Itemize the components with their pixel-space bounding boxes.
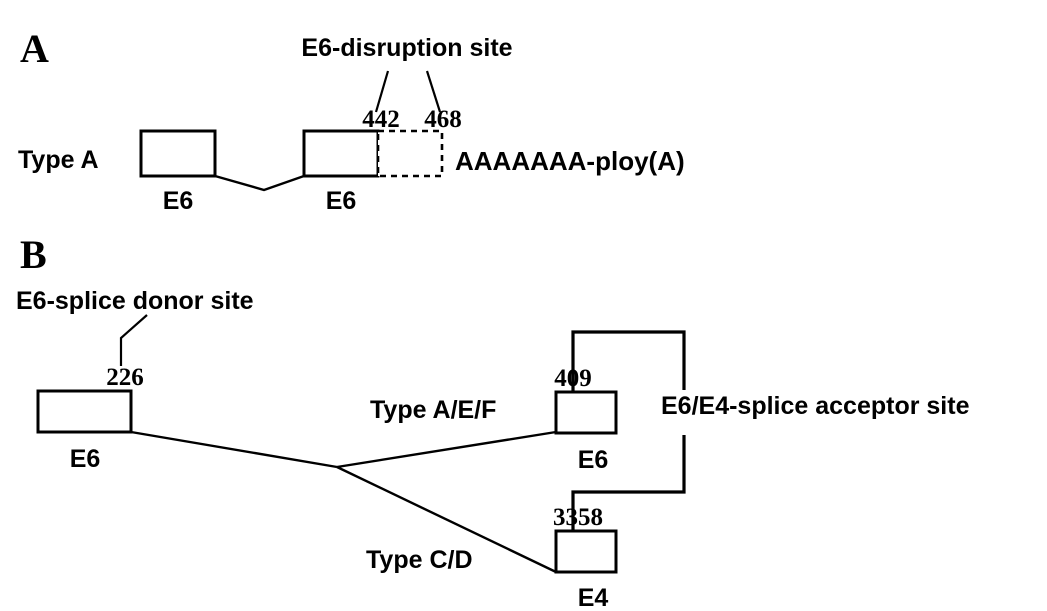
panel-a-intron-line (214, 174, 305, 192)
coordinate-226: 226 (106, 364, 144, 391)
panel-b-donor-exon-label: E6 (70, 445, 101, 473)
acceptor-bracket-upper (571, 330, 686, 392)
splice-branch-line-upper (336, 430, 557, 469)
panel-b-donor-exon-box (36, 389, 133, 434)
panel-b-acceptor-exon-box-e6 (554, 390, 618, 435)
panel-b-acceptor-exon-box-e4 (554, 529, 618, 574)
panel-b-letter: B (20, 232, 47, 277)
panel-b: B E6-splice donor site 226 E6 Type A/E/F… (16, 232, 970, 611)
acceptor-bracket-lower (571, 435, 686, 531)
panel-a-letter: A (20, 26, 49, 71)
poly-a-tail-label: AAAAAAA-ploy(A) (455, 146, 685, 176)
type-cd-label: Type C/D (366, 546, 473, 574)
disruption-leader-line-left (374, 70, 390, 113)
coordinate-468: 468 (424, 106, 462, 133)
panel-b-acceptor-exon-label-e6: E6 (578, 446, 609, 474)
panel-a-exon-label-1: E6 (163, 187, 194, 215)
coordinate-442: 442 (362, 106, 400, 133)
e6-disruption-site-label: E6-disruption site (301, 34, 512, 62)
splice-branch-line-lower (336, 465, 557, 574)
panel-a-exon-box-1 (139, 129, 217, 178)
splice-stem-line (130, 430, 338, 469)
type-aef-label: Type A/E/F (370, 396, 496, 424)
disruption-leader-line-right (425, 70, 442, 113)
coordinate-3358: 3358 (553, 504, 603, 531)
e6-e4-splice-acceptor-site-label: E6/E4-splice acceptor site (661, 392, 970, 420)
e6-disruption-region-box (376, 129, 444, 178)
type-a-row-label: Type A (18, 146, 99, 174)
panel-a: A E6-disruption site 442 468 Type A E6 E… (18, 26, 685, 215)
donor-leader-line (119, 314, 148, 366)
panel-b-acceptor-exon-label-e4: E4 (578, 584, 609, 611)
e6-splice-donor-site-label: E6-splice donor site (16, 287, 254, 315)
panel-a-exon-box-2 (302, 129, 380, 178)
panel-a-exon-label-2: E6 (326, 187, 357, 215)
